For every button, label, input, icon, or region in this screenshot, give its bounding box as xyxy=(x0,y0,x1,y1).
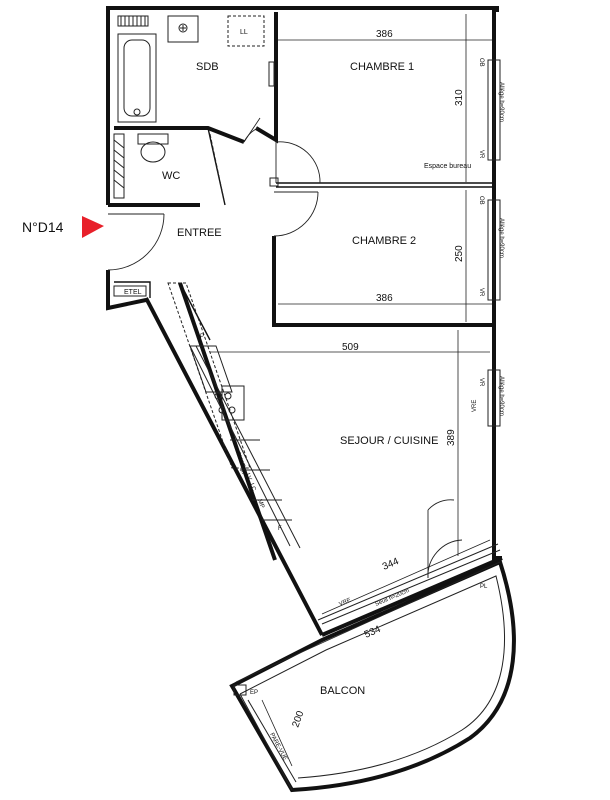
dim-window: 344 xyxy=(381,556,401,573)
room-balcon: BALCON xyxy=(320,685,365,697)
allege-2: Allège h=90cm xyxy=(498,218,504,258)
unit-id: N°D14 xyxy=(22,219,64,235)
vre-2: VRE xyxy=(338,597,352,607)
dimension-lines xyxy=(210,14,501,767)
interior-walls xyxy=(108,12,494,341)
label-pl: PL xyxy=(480,584,488,590)
wc-fixtures xyxy=(113,133,225,201)
fixture-labels: LL ETEL P CU LT LV MF LC MP F EP PL xyxy=(124,29,488,696)
dim-ch2-width: 386 xyxy=(376,293,393,304)
label-ep: EP xyxy=(250,690,258,696)
allege-1: Allège h=90cm xyxy=(498,82,504,122)
vr-1: VR xyxy=(478,150,484,159)
room-chambre1: CHAMBRE 1 xyxy=(350,61,414,73)
room-entree: ENTREE xyxy=(177,227,222,239)
room-chambre2: CHAMBRE 2 xyxy=(352,235,416,247)
dim-ch1-depth: 310 xyxy=(454,89,465,106)
dim-sejour-depth: 389 xyxy=(446,429,457,446)
balcony xyxy=(229,559,516,793)
label-clt: CU LT xyxy=(234,451,246,469)
allege-3: Allège h=90cm xyxy=(498,376,504,416)
label-mp: MP xyxy=(256,499,265,510)
label-ll: LL xyxy=(240,29,248,36)
ob-2: OB xyxy=(478,196,484,205)
vr-2: VR xyxy=(478,288,484,297)
label-lv: LV xyxy=(244,473,252,482)
windows xyxy=(317,59,501,625)
label-f: F xyxy=(278,526,282,532)
dim-sejour-width: 509 xyxy=(342,342,359,353)
room-labels: SDB WC ENTREE CHAMBRE 1 CHAMBRE 2 SEJOUR… xyxy=(162,61,471,697)
dim-balcon-depth: 200 xyxy=(290,709,306,729)
kitchen-fixtures xyxy=(113,282,301,549)
label-lc: LC xyxy=(248,483,256,493)
ob-1: OB xyxy=(478,58,484,67)
espace-bureau: Espace bureau xyxy=(424,163,471,170)
dim-ch1-width: 386 xyxy=(376,29,393,40)
entry-arrow-icon xyxy=(82,216,104,238)
bathroom-fixtures xyxy=(117,15,275,123)
room-wc: WC xyxy=(162,170,180,182)
room-sejour: SEJOUR / CUISINE xyxy=(340,435,438,447)
vre-1: VRE xyxy=(472,400,478,412)
exterior-walls xyxy=(106,6,503,637)
vr-3: VR xyxy=(478,378,484,387)
label-mf: MF xyxy=(238,467,247,478)
doors xyxy=(107,117,463,579)
room-sdb: SDB xyxy=(196,61,219,73)
dim-ch2-depth: 250 xyxy=(454,245,465,262)
label-p: P xyxy=(200,334,204,340)
label-etel: ETEL xyxy=(124,289,142,296)
